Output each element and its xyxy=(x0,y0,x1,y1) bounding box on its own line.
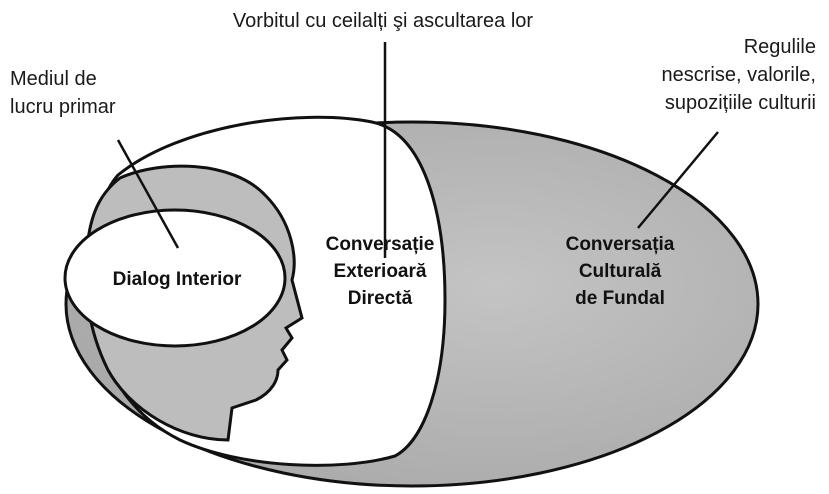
label-direct-conversation-line1: Conversație xyxy=(326,234,435,255)
label-direct-conversation-line2: Exterioară xyxy=(334,261,427,282)
label-direct-conversation-line3: Directă xyxy=(348,288,413,309)
callout-left-line1: Mediul de xyxy=(10,68,97,90)
callout-right-line1: Regulile xyxy=(744,36,816,58)
callout-top: Vorbitul cu ceilalți şi ascultarea lor xyxy=(233,10,533,32)
label-cultural-conversation-line1: Conversația xyxy=(566,234,675,255)
callout-right-line3: supozițiile culturii xyxy=(665,92,816,114)
leader-line-right xyxy=(637,131,719,229)
callout-left-line2: lucru primar xyxy=(10,96,116,118)
label-cultural-conversation-line3: de Fundal xyxy=(575,288,665,309)
callout-right-line2: nescrise, valorile, xyxy=(661,64,816,86)
inner-ellipse-dialog xyxy=(63,208,287,348)
label-cultural-conversation-line2: Culturală xyxy=(579,261,662,282)
label-dialog-interior: Dialog Interior xyxy=(113,269,242,290)
leader-line-left xyxy=(116,139,180,249)
